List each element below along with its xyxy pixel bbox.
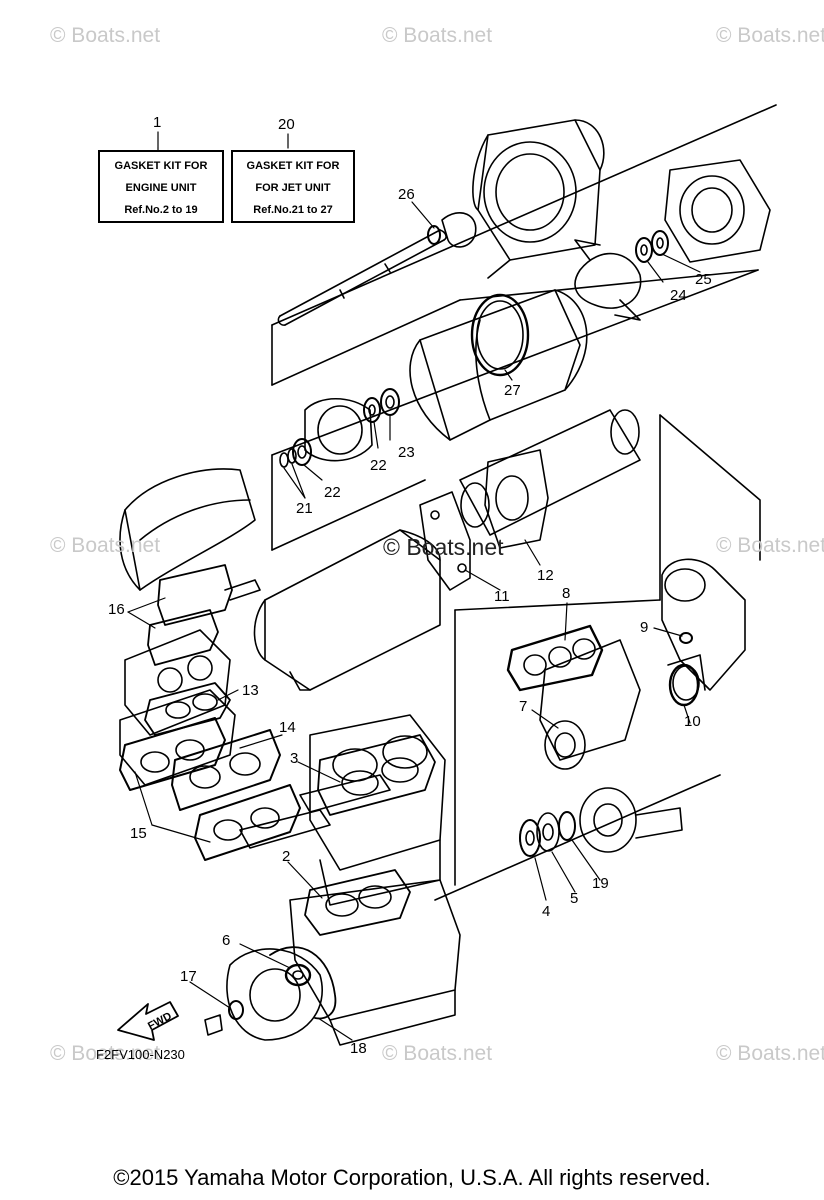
crankcase [289,879,461,1046]
jet-nozzle [409,289,588,441]
bearing-housing [304,398,373,462]
exhaust-manifold [119,629,236,786]
oil-seal-23 [380,388,400,416]
gasket-11 [419,491,471,591]
watermark: © Boats.net [716,1042,824,1065]
exhaust-elbow [661,558,746,701]
callout-14: 14 [279,719,296,736]
water-box [253,529,441,691]
damper-19 [558,811,576,841]
oil-seal-6 [284,963,312,987]
callout-15: 15 [130,825,147,842]
o-ring-21 [279,448,297,468]
gasket-10 [668,663,700,707]
intake-manifold [539,639,641,770]
kit-line: FOR JET UNIT [255,182,331,194]
watermark: © Boats.net [50,534,161,557]
callout-22-lower: 22 [324,484,341,501]
gasket-8 [506,624,604,692]
kit-line: GASKET KIT FOR [114,160,208,172]
exhaust-pipe [119,468,256,591]
callout-25: 25 [695,271,712,288]
kit-line: GASKET KIT FOR [246,160,340,172]
callout-9: 9 [640,619,649,636]
impeller [574,239,642,321]
callout-18: 18 [350,1040,367,1057]
callout-2: 2 [282,848,291,865]
callout-19: 19 [592,875,609,892]
o-ring-27 [470,293,530,377]
watermark: © Boats.net [50,24,161,47]
watermark: © Boats.net [716,24,824,47]
engine-unit-frame [434,599,721,901]
callout-11: 11 [494,588,510,605]
oil-seal-22-upper [363,397,381,423]
gasket-kit-engine-unit: GASKET KIT FOR ENGINE UNIT Ref.No.2 to 1… [98,150,224,223]
callout-20: 20 [278,116,295,133]
watermark: © Boats.net [50,1042,161,1065]
crankshaft [459,409,641,536]
callout-16: 16 [108,601,125,618]
gasket-16 [147,564,261,666]
grommet-9 [679,632,693,644]
callout-4: 4 [542,903,551,920]
gasket-18 [269,946,337,1020]
copyright-notice: ©2015 Yamaha Motor Corporation, U.S.A. A… [113,1165,711,1190]
callout-8: 8 [562,585,571,602]
callout-22-upper: 22 [370,457,387,474]
pump-cover [664,159,771,263]
center-watermark: © Boats.net [383,534,504,560]
washer-4-5 [519,819,541,857]
gasket-14 [171,729,281,811]
callout-23: 23 [398,444,415,461]
gasket-13 [144,682,231,736]
oil-seal-25 [651,230,669,256]
gasket-kit-jet-unit: GASKET KIT FOR FOR JET UNIT Ref.No.21 to… [231,150,355,223]
kit-line: Ref.No.21 to 27 [253,204,333,216]
callout-26: 26 [398,186,415,203]
callout-17: 17 [180,968,197,985]
callout-7: 7 [519,698,528,715]
oil-seal-24 [635,237,653,263]
callout-1: 1 [153,114,162,131]
callout-12: 12 [537,567,554,584]
leader-lines [127,131,701,1041]
gasket-12 [484,449,549,549]
jet-pump-housing [472,119,605,279]
callout-5: 5 [570,890,579,907]
gasket-17 [204,1000,244,1036]
fwd-arrow-icon [117,1001,179,1041]
callout-10: 10 [684,713,701,730]
kit-line: Ref.No.2 to 19 [124,204,198,216]
watermark: © Boats.net [716,534,824,557]
gasket-3 [317,734,436,816]
oil-seal-22-lower [292,438,312,466]
callout-21: 21 [296,500,313,517]
callout-13: 13 [242,682,259,699]
callout-6: 6 [222,932,231,949]
callout-3: 3 [290,750,299,767]
magneto-housing [226,948,323,1041]
reed-valve [239,774,391,849]
gasket-2 [304,869,411,936]
cylinder-block [309,714,446,906]
drive-shaft [277,229,447,326]
callout-24: 24 [670,287,687,304]
o-ring-26 [427,211,477,248]
callout-27: 27 [504,382,521,399]
coupler-assembly [519,787,683,857]
watermark: © Boats.net [382,24,493,47]
watermark: © Boats.net [382,1042,493,1065]
jet-unit-frame [271,104,777,601]
diagram-code: F2FV100-N230 [96,1047,185,1062]
kit-line: ENGINE UNIT [125,182,197,194]
